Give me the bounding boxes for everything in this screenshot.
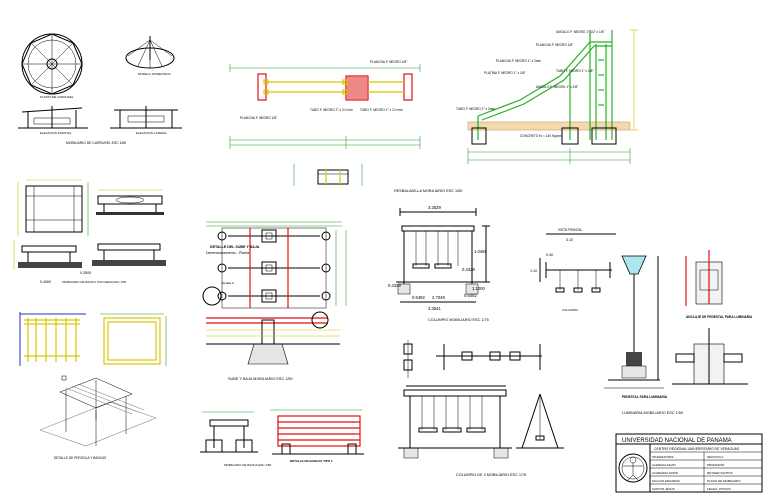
anclaje-title: ANCLAJE DE PEDESTAL PARA LUMINARIA [686,315,753,319]
banca-caption: MOBILIARIO DE BANCA ESC 1/50 [224,463,272,467]
title-left-4: FALCON EDUARDO [652,479,681,483]
banca-section [200,411,258,453]
resb-note-8: CONCRETO f'c = 140 Kg/cm2 [520,134,563,138]
resbaladilla-plan [229,64,421,149]
title-left-1: INTEGRANTES: [652,455,674,459]
columpio-side-dim: 3.10 [566,238,573,242]
columpio3-details [403,340,542,378]
title-block [615,433,763,493]
pedestal-title: PEDESTAL PARA LUMINARIA [622,395,668,399]
banco-mesa-elev [13,240,166,270]
columpio-dim-1: 3.3529 [428,205,441,210]
title-right-4: PLANO DE MOBILIARIO [707,479,741,483]
carrusel-plan [21,33,83,95]
sube-baja-detail-sub: Dimensionamiento - Planta [206,251,249,255]
pergola-plan [19,312,86,366]
carrusel-iso-label: MODELO ISOMETRICO [138,72,172,76]
resb-note-3: PLANCHA F. NEGRO 1" x 2mm [496,59,541,63]
resb-note-6: ANGULO F. NEGRO 1" x 1/8" [536,85,578,89]
resb-plan-note-3: TUBO F. NEGRO 1" x 2.0 mm [360,108,403,112]
pergola-iso [39,375,157,447]
columpio-dim-9: 1.1000 [472,286,485,291]
pergola-frame [100,313,167,366]
title-left-2: ALEMAZA KEVIN [652,463,676,467]
luminaria-caption: LUMINARIA MOBILIARIO ESC 1/50 [622,411,683,415]
resb-note-1: ANGULO F. NEGRO 1" 1/2" x 1/8" [556,30,605,34]
banca-detail-caption: DETALLE DE BANCAS TIPO 1 [290,459,333,463]
columpio-elevation [396,208,490,303]
carrusel-plan-label: PLANTA DE CARRUSEL [40,95,74,99]
luminaria-elevation [604,255,664,389]
banco-caption: MOBILIARIO DE BANCO CON MESA ESC 1/50 [62,280,127,284]
resbaladilla-elevation [467,29,638,164]
sube-baja-caption: SUBE Y BAJA MOBILIARIO ESC 1/50 [228,377,293,381]
title-right-5: FECHA: 07/07/23 [707,487,731,491]
columpio-dim-5: 2.7049 [432,295,445,300]
luminaria-anclaje [672,250,748,385]
resb-note-7: TUBO F. NEGRO 2" x 2mm [456,107,495,111]
banco-dim-2: 0.3500 [80,271,91,275]
title-right-3: REYNER SANTOS [707,471,733,475]
carrusel-side-label: ELEVACION LATERAL [136,131,167,135]
columpio-dim-8: 3.3541 [428,306,441,311]
columpio-side-h: 1.10 [530,269,537,273]
columpio-side [539,233,616,293]
banco-dim-1: 0.4060 [40,280,51,284]
banca-elevation [270,409,364,455]
title-right-1: SECCION A [707,455,723,459]
resb-note-2: PLANCHA F. NEGRO 1/8" [536,43,573,47]
carrusel-front [18,106,88,129]
resb-plan-note-4: PLANCHA F. NEGRO 1/8" [370,60,407,64]
columpio3-caption: COLUMPIO DE 3 MOBILIARIO ESC 1/75 [456,473,526,477]
resb-note-4: PLATINA F. NEGRO 1" x 1/8" [484,71,526,75]
pergola-caption: DETALLE DE PERGOLA Y BANCAS [54,456,106,460]
resbaladilla-small-detail [293,164,363,186]
columpio-dim-3: 0.4328 [462,267,475,272]
title-center: CENTRO REGIONAL UNIVERSITARIO DE VERAGUA… [654,447,740,451]
columpio-dim-4: 0.4328 [388,283,401,288]
title-left-5: SANTOS JESUS [652,487,675,491]
title-university: UNIVERSIDAD NACIONAL DE PANAMA [622,438,732,444]
sube-baja-elevation [206,311,340,365]
columpio-dim-2: 1.0469 [474,249,487,254]
title-right-2: PROFESOR: [707,463,725,467]
resb-plan-note-2: TUBO F. NEGRO 2" x 2.0 mm [310,108,353,112]
columpio-side-label: VISTA FRONTAL [558,228,583,232]
columpio-small-label: COLUMPIO [562,308,579,312]
resb-plan-note-1: PLANCHA F. NEGRO 1/8" [240,116,277,120]
title-left-3: ALVARADO ARION [652,471,678,475]
columpio3-elevation [398,385,564,459]
columpio-caption: COLUMPIO MOBILIARIO ESC 1/75 [428,318,489,322]
resb-note-5: TUBO F. NEGRO 1" x 1/8" [556,69,594,73]
columpio-dim-7: 0.6492 [464,293,477,298]
resbaladilla-caption: RESBALADILLA MOBILIARIO ESC 1/50 [394,189,462,193]
sube-baja-plan [202,221,347,309]
banco-mesa-plan [17,179,89,236]
banco-mesa-side [96,189,164,215]
sube-baja-detail-title: DETALLE DEL SUBE Y BAJA [210,245,260,249]
carrusel-caption: MOBILIARIO DE CARRUSEL ESC 1/50 [66,141,126,145]
carrusel-front-label: ELEVACION FRONTAL [40,131,72,135]
sube-baja-note: Detalle A [222,281,234,285]
columpio-dim-6: 0.6492 [412,295,425,300]
carrusel-side [110,106,182,129]
carrusel-iso [125,36,175,69]
columpio-side-w: 0.40 [546,253,553,257]
